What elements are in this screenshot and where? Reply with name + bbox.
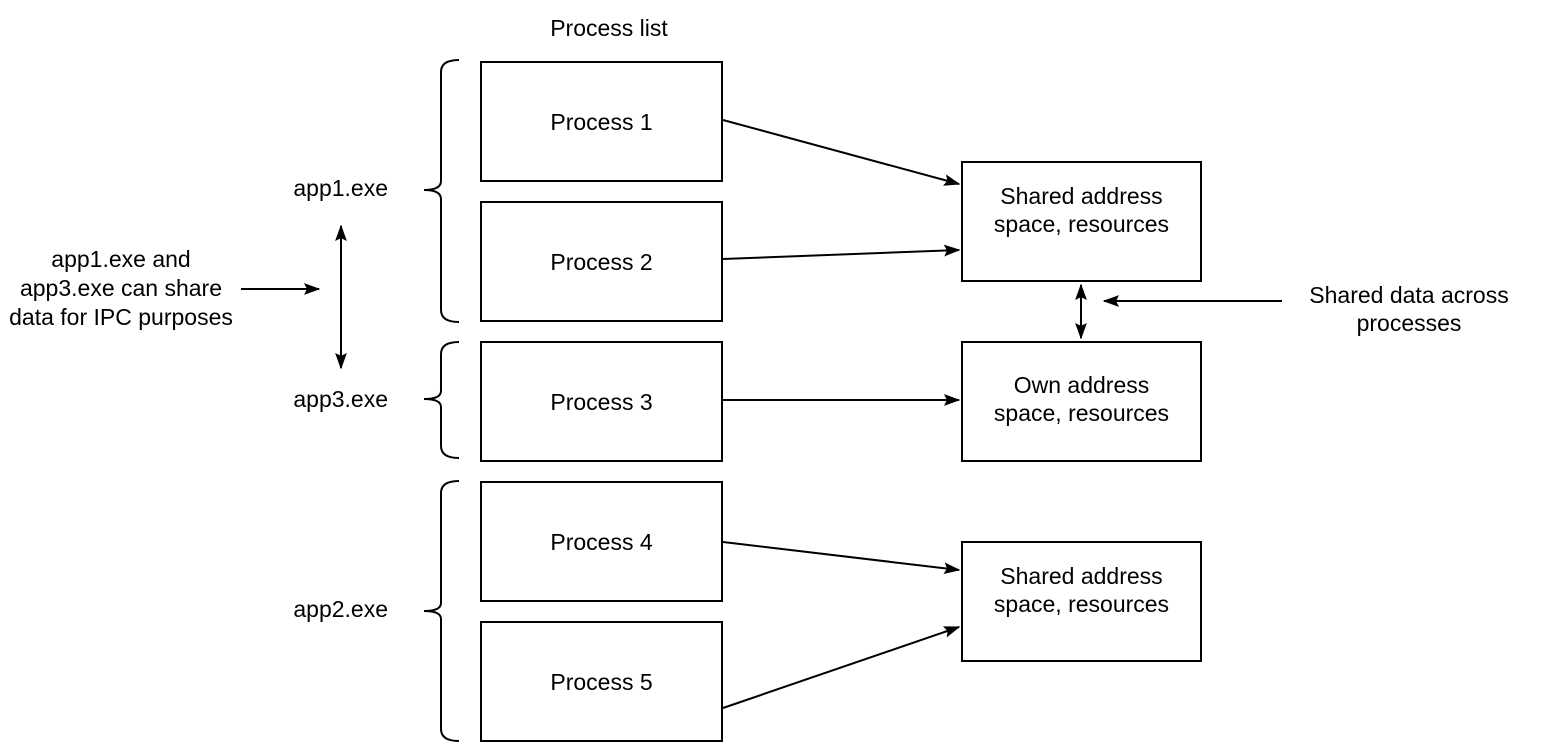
shared-memory-2-box: Shared address space, resources <box>961 541 1202 662</box>
arrow-process5-to-shared2 <box>722 626 959 709</box>
process-5-label: Process 5 <box>550 668 653 695</box>
shared-memory-1-label: Shared address space, resources <box>993 182 1170 237</box>
process-5-box: Process 5 <box>480 621 723 742</box>
process-3-label: Process 3 <box>550 388 653 415</box>
arrow-process2-to-shared1 <box>722 250 959 260</box>
ipc-note: app1.exe and app3.exe can share data for… <box>9 246 233 330</box>
shared-memory-1-box: Shared address space, resources <box>961 161 1202 282</box>
shared-memory-2-label: Shared address space, resources <box>993 562 1170 617</box>
process-list-title: Process list <box>550 15 668 41</box>
own-memory-box: Own address space, resources <box>961 341 1202 462</box>
process-3-box: Process 3 <box>480 341 723 462</box>
arrow-process1-to-shared1 <box>722 119 959 184</box>
process-1-box: Process 1 <box>480 61 723 182</box>
process-2-label: Process 2 <box>550 248 653 275</box>
group-label-app3: app3.exe <box>293 386 388 412</box>
shared-data-note: Shared data across processes <box>1309 282 1509 336</box>
brace-app3 <box>423 341 460 459</box>
process-4-box: Process 4 <box>480 481 723 602</box>
brace-app2 <box>423 480 460 742</box>
own-memory-label: Own address space, resources <box>993 371 1170 426</box>
group-label-app2: app2.exe <box>293 596 388 622</box>
group-label-app1: app1.exe <box>293 175 388 201</box>
process-1-label: Process 1 <box>550 108 653 135</box>
arrow-process4-to-shared2 <box>722 541 959 570</box>
process-2-box: Process 2 <box>480 201 723 322</box>
process-4-label: Process 4 <box>550 528 653 555</box>
brace-app1 <box>423 59 460 323</box>
